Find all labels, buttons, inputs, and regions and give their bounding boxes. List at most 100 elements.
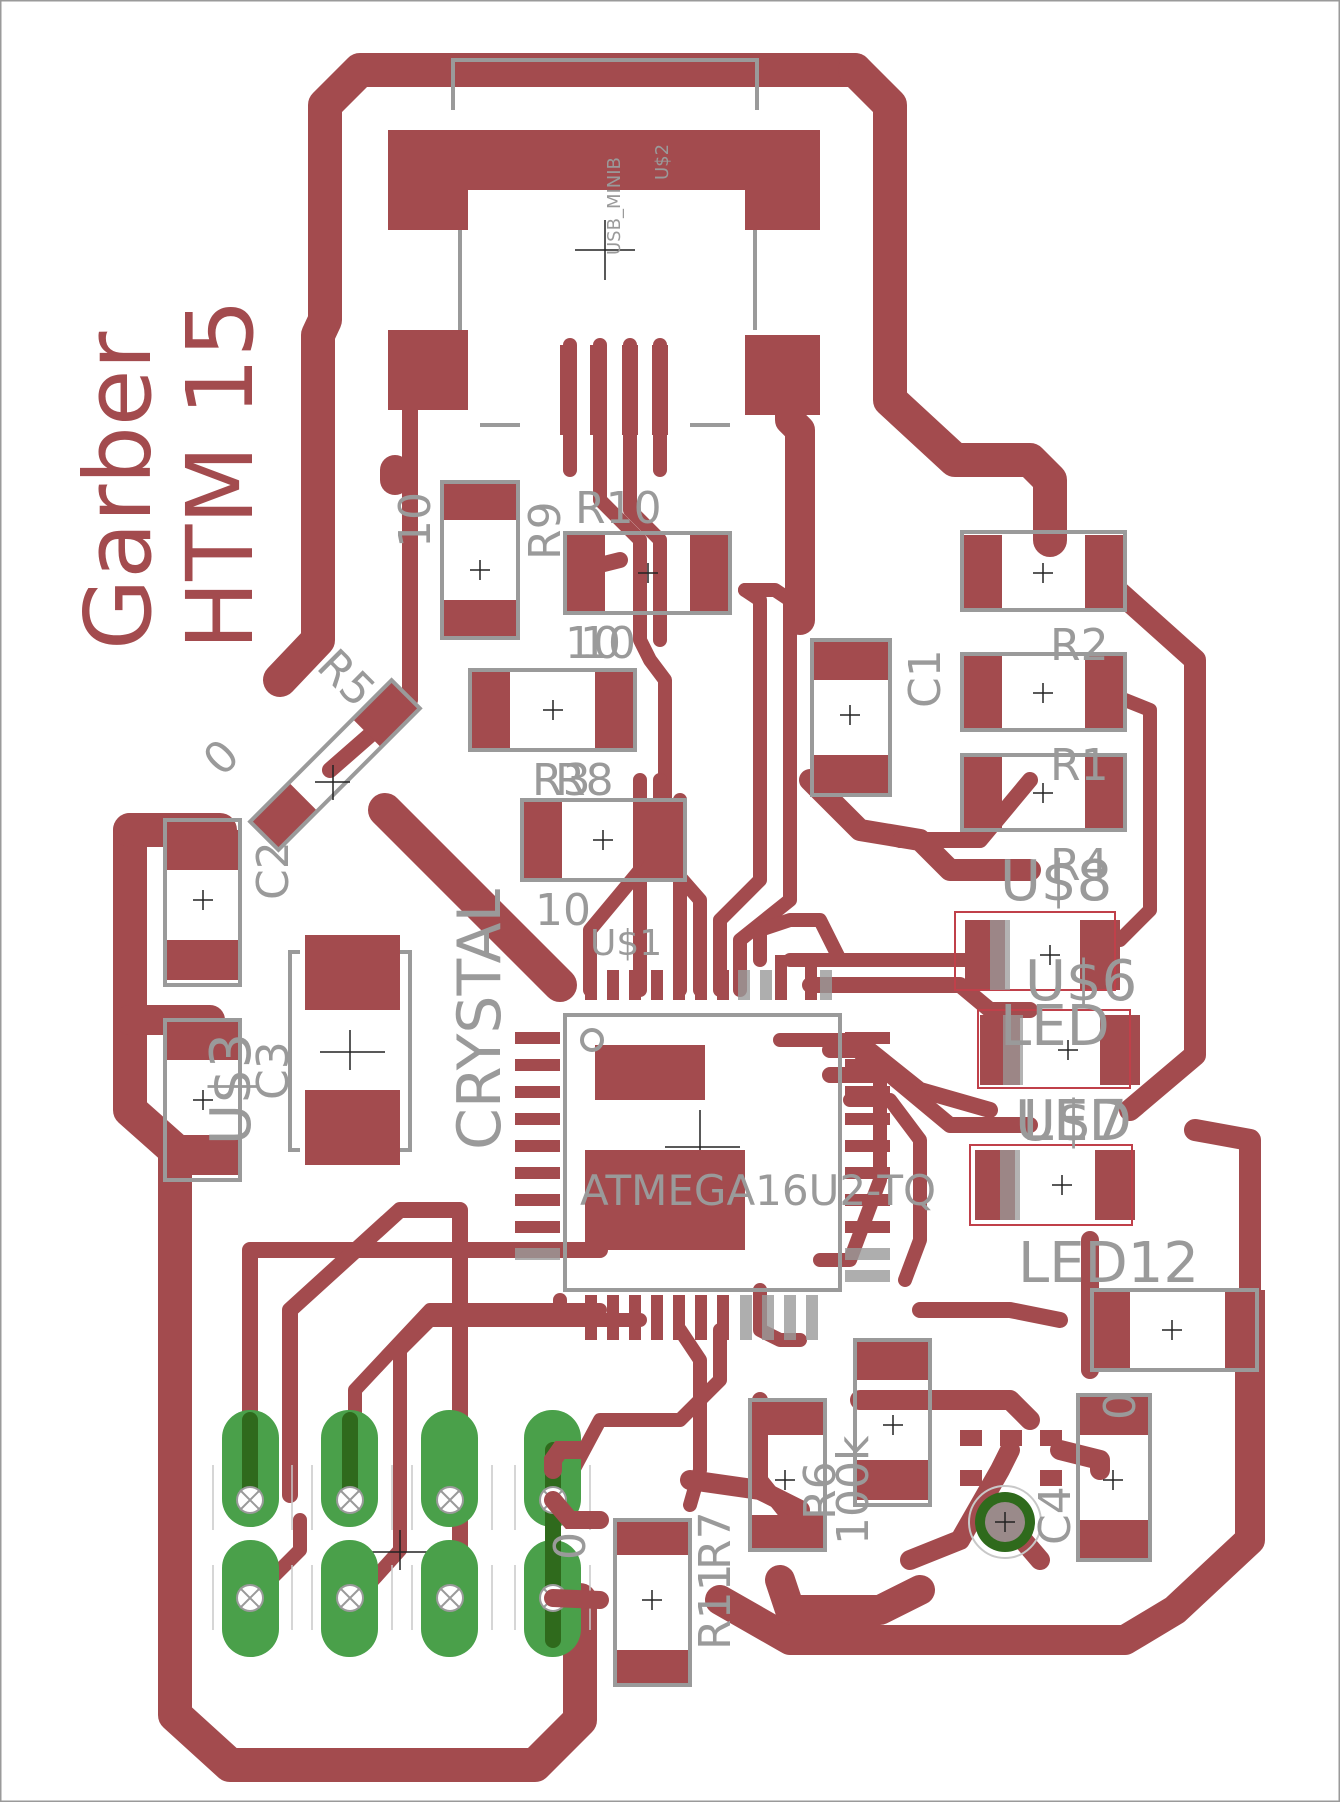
u7-label: U$7	[1015, 1089, 1127, 1154]
r7-label: R7	[690, 1511, 741, 1570]
chip-pin	[695, 970, 707, 1000]
chip-pin	[585, 970, 597, 1000]
chip-pad	[595, 1045, 705, 1100]
r2-pad	[1085, 535, 1125, 610]
usb-pad	[652, 345, 668, 435]
title-garber: Garber	[65, 332, 172, 650]
silkscreen	[163, 58, 1259, 1687]
r100k-pad	[855, 1460, 930, 1500]
r10-pad	[565, 533, 605, 613]
r8-pad	[522, 800, 562, 880]
small-pad	[960, 1470, 982, 1486]
usb-pad	[745, 335, 820, 415]
usb-label: USB_MINIB	[604, 157, 625, 255]
chip-pin	[673, 970, 685, 1000]
chip-pin	[845, 1032, 890, 1044]
led-pad	[1080, 920, 1120, 990]
chip-pin	[515, 1194, 560, 1206]
small-pad	[1040, 1430, 1062, 1446]
r6-label: R6	[795, 1461, 846, 1520]
r5-pad	[250, 782, 318, 850]
r1-pad	[962, 655, 1002, 730]
r2-pad	[962, 535, 1002, 610]
crystal-pad	[305, 935, 400, 1010]
r6-value: 100k	[828, 1435, 879, 1545]
crystal-pad	[305, 1090, 400, 1165]
chip-pin-silk	[515, 970, 890, 1340]
c2-pad	[165, 830, 240, 870]
r10-value: 10	[565, 618, 621, 669]
u8-label: U$8	[1000, 849, 1112, 914]
chip-pin	[515, 1113, 560, 1125]
r9-value: 10	[390, 492, 441, 548]
chip-pin	[845, 1167, 890, 1179]
u1-label: U$1	[590, 923, 662, 964]
r10-pad	[690, 533, 730, 613]
chip-pin	[845, 1140, 890, 1152]
r3-pad	[470, 670, 510, 750]
usb-shield	[468, 130, 745, 190]
chip-pin	[629, 1295, 641, 1340]
c1-label: C1	[900, 649, 951, 708]
chip-pin	[717, 970, 729, 1000]
r1-pad	[1085, 655, 1125, 730]
r10-value-2: 10	[580, 618, 636, 669]
r8-pad	[645, 800, 685, 880]
chip-pin	[515, 1221, 560, 1233]
c4-value: 0	[1095, 1392, 1146, 1420]
c4-via	[968, 1485, 1042, 1559]
usb-pad	[388, 130, 468, 230]
r10-label: R10	[575, 483, 662, 534]
chip-pin	[651, 1295, 663, 1340]
c2-pad	[165, 940, 240, 980]
r5-pad	[352, 680, 420, 748]
chip-pin	[515, 1086, 560, 1098]
r8-value: 10	[535, 885, 591, 936]
usb-pad	[435, 345, 465, 370]
chip-pin	[673, 1295, 685, 1340]
component-crosshairs	[193, 220, 1182, 1610]
usb-pad	[745, 130, 820, 230]
led-outlines	[954, 911, 1133, 1226]
r7-pad	[615, 1650, 690, 1685]
led12-pad	[1090, 1290, 1130, 1370]
r6-pad	[750, 1400, 825, 1435]
small-pad	[1000, 1430, 1022, 1446]
labels: Garber HTM 15 USB_MINIB U$2 R10 R9 10 10…	[65, 144, 1199, 1650]
led-label: LED	[1000, 994, 1110, 1059]
r9-pad	[440, 480, 520, 520]
c3-pad	[165, 1135, 240, 1175]
r11-label: R11	[690, 1563, 741, 1650]
r8-label: R8	[555, 755, 614, 806]
chip-pin	[805, 955, 817, 1000]
chip-pin	[607, 970, 619, 1000]
c1-pad	[810, 755, 890, 795]
crystal-label: CRYSTAL	[445, 888, 515, 1150]
chip-pad	[585, 1150, 745, 1250]
chip-pin	[695, 1295, 707, 1340]
chip-pin	[845, 1221, 890, 1233]
chip-pin	[651, 970, 663, 1000]
r7-pad	[615, 1520, 690, 1555]
r100k-pad	[855, 1340, 930, 1380]
chip-pin	[515, 1059, 560, 1071]
chip-pin	[515, 1167, 560, 1179]
small-pad	[1040, 1470, 1062, 1486]
chip-pin	[515, 1140, 560, 1152]
usb-pad	[622, 345, 638, 435]
chip-pin	[845, 1059, 890, 1071]
led-pad	[1095, 1150, 1135, 1220]
chip-pin	[585, 1295, 597, 1340]
usb-pad	[560, 345, 576, 435]
r7-value: 0	[545, 1532, 596, 1560]
r2-label: R2	[1050, 620, 1109, 671]
r6-pad	[750, 1515, 825, 1550]
pin1-marker	[580, 1028, 604, 1052]
chip-pin	[845, 1194, 890, 1206]
chip-pin	[845, 1113, 890, 1125]
c4-pad	[1080, 1520, 1150, 1560]
r4-label: R4	[1050, 840, 1109, 891]
led12-label: LED12	[1018, 1231, 1199, 1296]
copper-traces	[113, 53, 1265, 1782]
